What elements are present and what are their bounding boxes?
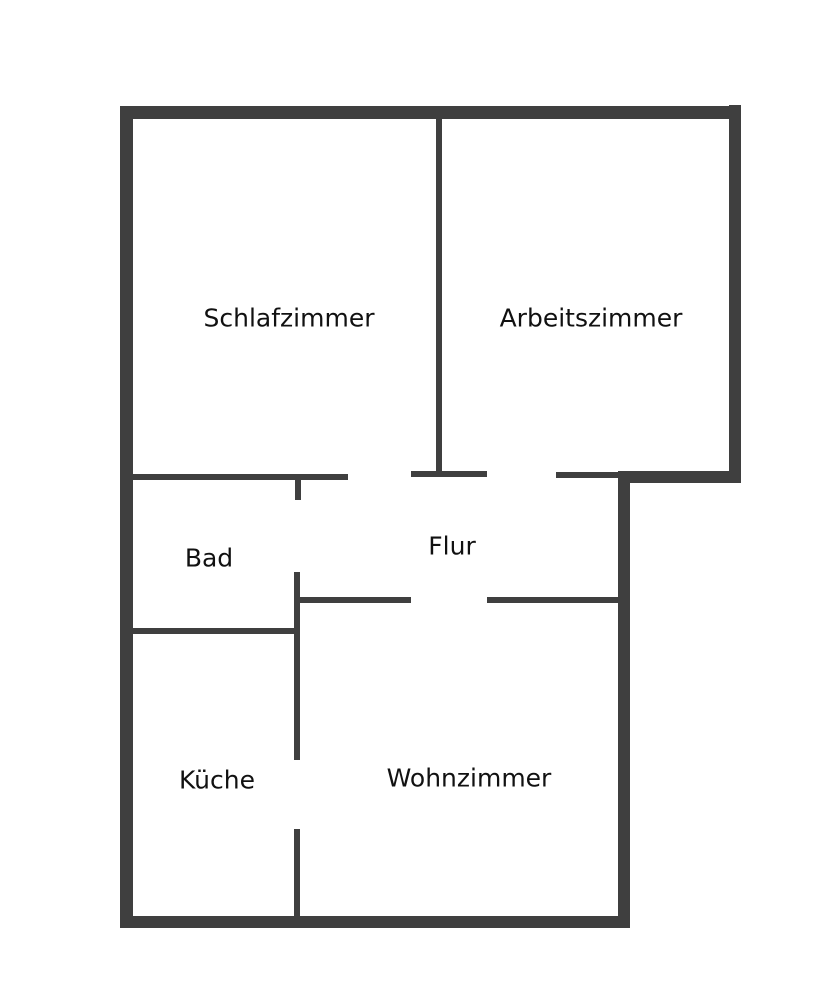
wall-kueche-wohn-lower — [294, 829, 300, 919]
room-label-flur: Flur — [428, 531, 476, 561]
outer-wall-right-upper — [729, 105, 741, 483]
wall-schlaf-bottom — [132, 474, 348, 480]
outer-wall-bottom — [122, 916, 630, 928]
room-label-wohnzimmer: Wohnzimmer — [386, 763, 552, 793]
wall-arbeits-bottom — [556, 472, 620, 478]
room-label-arbeitszimmer: Arbeitszimmer — [499, 303, 683, 333]
outer-wall-step — [618, 471, 741, 483]
room-label-schlafzimmer: Schlafzimmer — [203, 303, 375, 333]
room-label-bad: Bad — [184, 543, 234, 573]
wall-schlaf-arbeits-divider — [436, 117, 442, 474]
wall-bad-stub — [295, 479, 301, 500]
room-label-kueche: Küche — [179, 765, 255, 795]
outer-wall-left — [120, 106, 133, 928]
wall-bad-flur-vertical — [294, 572, 300, 760]
wall-divider-cap — [411, 471, 487, 477]
wall-flur-wohn-left — [300, 597, 411, 603]
wall-bad-kueche — [133, 628, 296, 634]
outer-wall-top — [120, 106, 741, 119]
outer-wall-right-lower — [618, 471, 630, 928]
wall-flur-wohn-right — [487, 597, 619, 603]
